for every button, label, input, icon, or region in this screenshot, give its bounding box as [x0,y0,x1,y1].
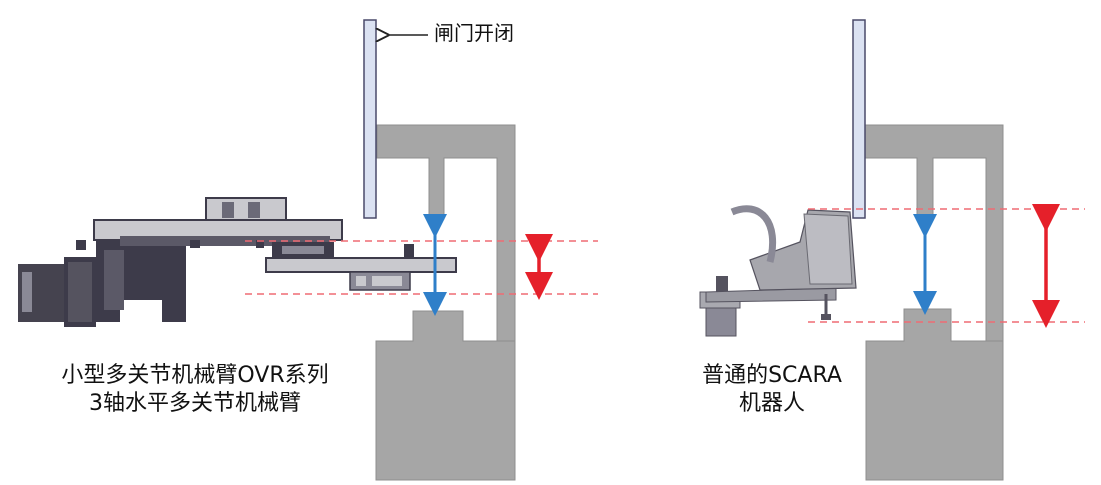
left-caption-line1: 小型多关节机械臂OVR系列 [61,363,329,388]
right-machine-frame [864,124,1004,342]
right-caption-line1: 普通的SCARA [702,363,842,388]
left-machine-frame [376,124,516,342]
right-scene [699,19,1085,481]
gate-open-close-label: 闸门开闭 [434,21,514,45]
left-pedestal [375,310,516,481]
left-caption-line2: 3轴水平多关节机械臂 [89,391,301,416]
scara-robot [699,205,857,337]
right-pedestal [865,308,1004,481]
ovr-robot-arm [18,197,457,327]
right-gate [852,19,866,219]
left-caption: 小型多关节机械臂OVR系列 3轴水平多关节机械臂 [30,362,360,418]
left-scene [18,19,598,481]
left-gate [363,19,377,219]
right-caption-line2: 机器人 [738,391,805,416]
right-caption: 普通的SCARA 机器人 [672,362,872,418]
